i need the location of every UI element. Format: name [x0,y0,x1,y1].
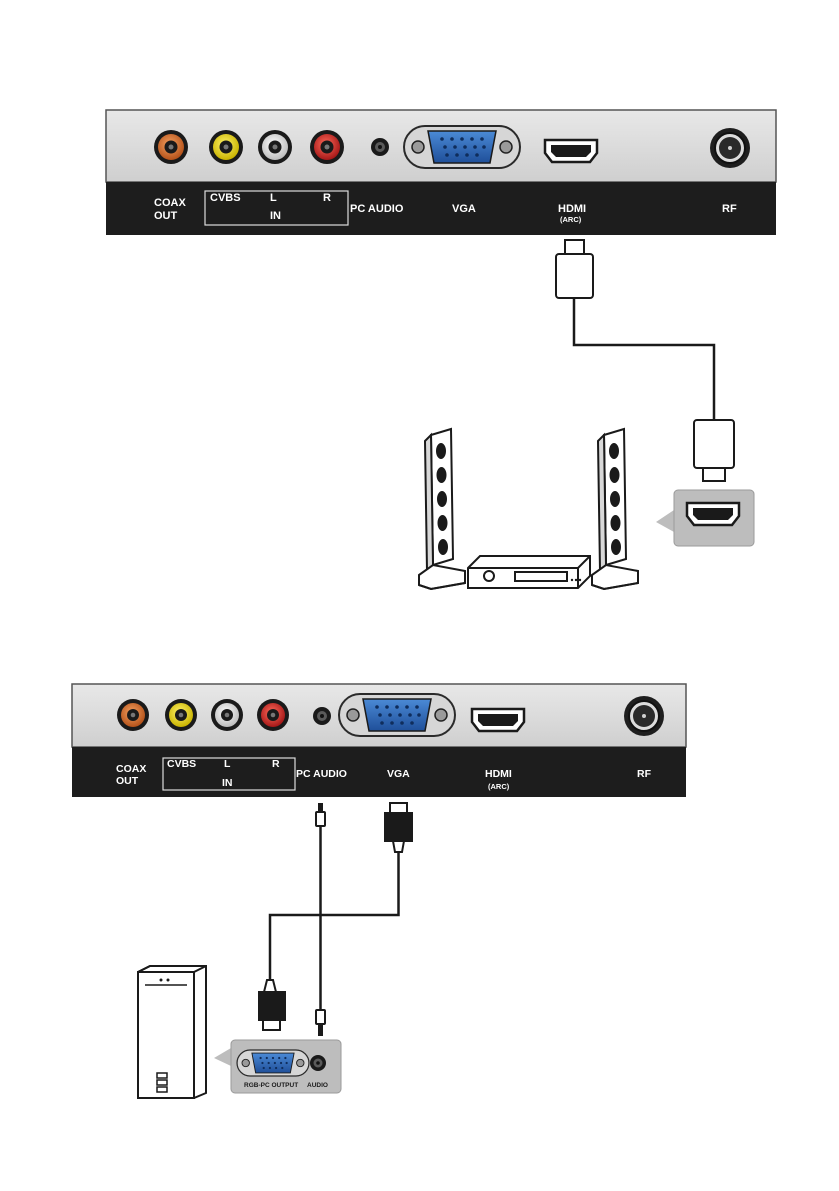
vga-port [404,126,520,168]
hdmi-port-2 [472,709,524,731]
coax-label-line2: OUT [154,210,178,222]
right-label: R [323,192,331,204]
cvbs-jack-2 [165,699,197,731]
vga-port-2 [339,694,455,736]
av-receiver [468,556,590,588]
left-speaker [419,429,465,589]
hdmi-cable [556,240,734,481]
left-label-2: L [224,758,231,770]
hdmi-label-2: HDMI [485,768,512,780]
tv-rear-panel-bottom: COAX OUT CVBS L R IN PC AUDIO VGA HDMI (… [72,684,686,797]
cvbs-jack [209,130,243,164]
vga-cable [259,803,412,1030]
coax-label-line2-2: OUT [116,775,139,787]
rf-label: RF [722,203,737,215]
audio-output-label: AUDIO [307,1082,328,1089]
audio-right-jack-2 [257,699,289,731]
home-theater-system [419,429,638,589]
device-hdmi-port [687,503,739,525]
vga-label: VGA [452,203,476,215]
pc-audio-label-2: PC AUDIO [296,768,347,780]
audio-left-jack [258,130,292,164]
coax-label-line1: COAX [154,197,186,209]
in-label: IN [270,210,281,222]
right-label-2: R [272,758,280,770]
vga-label-2: VGA [387,768,410,780]
hdmi-label: HDMI [558,203,586,215]
cvbs-label: CVBS [210,192,241,204]
device-hdmi-port-callout [656,490,754,546]
arc-label-2: (ARC) [488,782,510,791]
hdmi-port [545,140,597,162]
rf-port-2 [624,696,664,736]
top-diagram: COAX OUT CVBS L R IN PC AUDIO VGA HDMI (… [106,110,776,589]
rgb-pc-output-label: RGB-PC OUTPUT [244,1082,298,1089]
pc-audio-jack [371,138,389,156]
pc-output-panel-callout: RGB-PC OUTPUT AUDIO [214,1040,341,1093]
pc-vga-output-port [237,1050,309,1076]
rf-label-2: RF [637,768,652,780]
cvbs-label-2: CVBS [167,758,196,770]
pc-audio-jack-2 [313,707,331,725]
tv-rear-panel-top: COAX OUT CVBS L R IN PC AUDIO VGA HDMI (… [106,110,776,235]
bottom-diagram: COAX OUT CVBS L R IN PC AUDIO VGA HDMI (… [72,684,686,1098]
rf-port [710,128,750,168]
pc-tower [138,966,206,1098]
coax-out-jack [154,130,188,164]
audio-cable [316,803,325,1036]
audio-left-jack-2 [211,699,243,731]
audio-right-jack [310,130,344,164]
left-label: L [270,192,277,204]
in-label-2: IN [222,777,233,789]
right-speaker [592,429,638,589]
coax-label-line1-2: COAX [116,763,146,775]
pc-audio-output-jack [310,1055,326,1071]
arc-label: (ARC) [560,215,582,224]
coax-out-jack-2 [117,699,149,731]
pc-audio-label: PC AUDIO [350,203,404,215]
